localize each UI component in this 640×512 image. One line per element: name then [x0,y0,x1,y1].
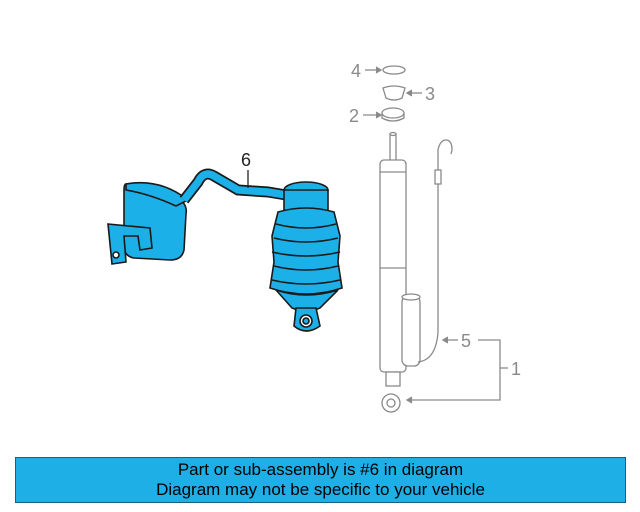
air-spring-assembly[interactable] [107,168,343,332]
callout-6: 6 [241,150,251,170]
parts-diagram: 6 [107,61,521,413]
sensor-cylinder [401,295,421,367]
bracket-hole [112,251,120,259]
top-cap-part-4 [382,65,406,75]
callout-2: 2 [349,106,359,126]
bellows-ribs [271,223,341,285]
air-spring-bellows [269,207,343,295]
callout-4: 4 [351,61,361,81]
callout-1: 1 [511,359,521,379]
banner-line-2: Diagram may not be specific to your vehi… [156,480,485,499]
top-mount-part-3 [382,85,406,101]
info-banner: Part or sub-assembly is #6 in diagram Di… [15,457,626,503]
shock-absorber-assembly [379,65,453,413]
reservoir-tank-top [125,181,190,207]
sensor-cable-part-5 [417,139,447,363]
bushing-part-2 [381,107,405,119]
callout-5: 5 [461,331,471,351]
callout-3: 3 [425,84,435,104]
banner-line-1: Part or sub-assembly is #6 in diagram [177,460,464,479]
callout-leaders [363,66,508,404]
connecting-hose-fill [181,170,293,203]
